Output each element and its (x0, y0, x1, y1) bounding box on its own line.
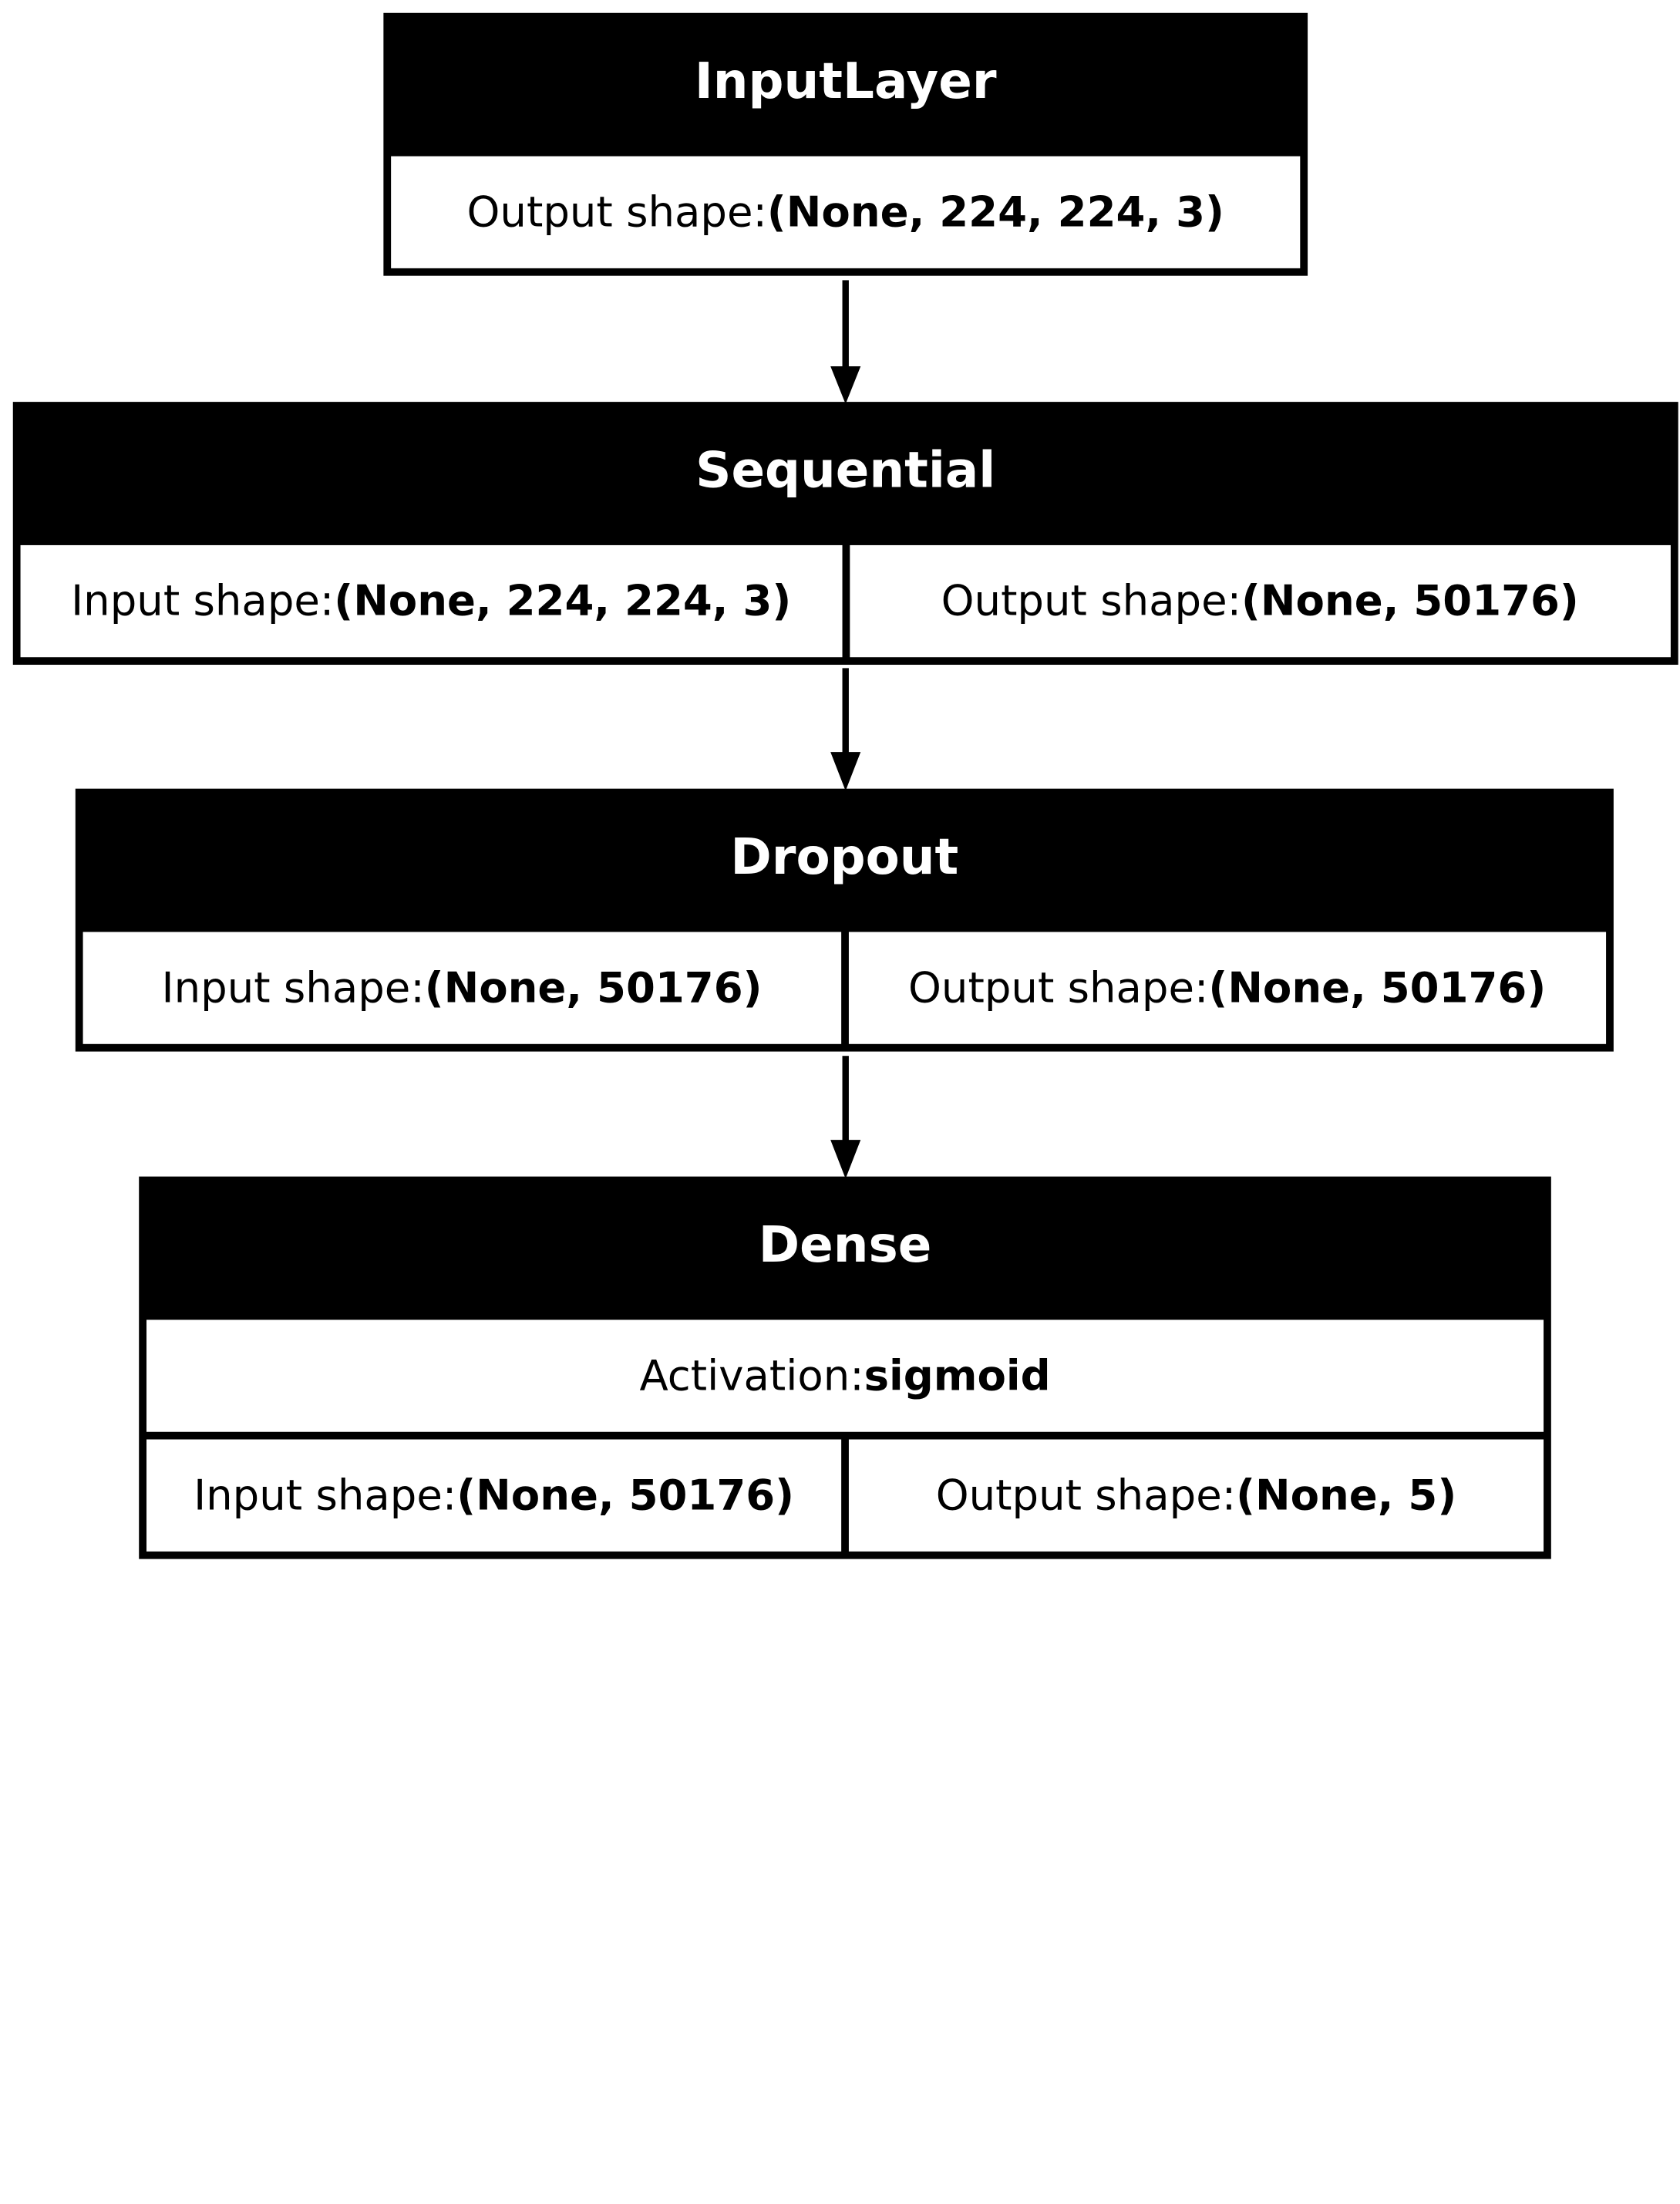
node-title: Sequential (695, 440, 996, 499)
input-shape-cell: Input shape: (None, 50176) (82, 932, 841, 1044)
arrow-sequential-to-dropout (830, 668, 861, 791)
input-shape-cell: Input shape: (None, 50176) (146, 1439, 842, 1552)
arrow-inputlayer-to-sequential (830, 280, 861, 404)
cell-value: (None, 224, 224, 3) (334, 577, 792, 626)
node-title: Dense (758, 1215, 932, 1274)
node-title: Dropout (730, 827, 959, 886)
cell-value: (None, 5) (1236, 1471, 1457, 1520)
cell-value: (None, 50176) (424, 963, 763, 1013)
input-shape-cell: Input shape: (None, 224, 224, 3) (20, 544, 842, 658)
cell-label: Output shape: (908, 963, 1209, 1013)
cell-label: Output shape: (941, 577, 1242, 626)
output-shape-cell: Output shape: (None, 5) (848, 1439, 1544, 1552)
cell-label: Input shape: (194, 1471, 457, 1520)
node-title: InputLayer (694, 52, 997, 110)
output-shape-cell: Output shape: (None, 50176) (848, 932, 1607, 1044)
output-shape-cell: Output shape: (None, 50176) (849, 544, 1671, 658)
node-dropout: Dropout Input shape: (None, 50176) Outpu… (75, 788, 1614, 1052)
node-row: Input shape: (None, 50176) Output shape:… (82, 932, 1607, 1044)
node-row: Activation: sigmoid (146, 1319, 1544, 1432)
cell-label: Input shape: (161, 963, 425, 1013)
cell-label: Output shape: (935, 1471, 1237, 1520)
node-row: Input shape: (None, 50176) Output shape:… (146, 1439, 1544, 1552)
arrow-dropout-to-dense (830, 1056, 861, 1179)
node-inputlayer: InputLayer Output shape: (None, 224, 224… (383, 12, 1308, 276)
node-row: Input shape: (None, 224, 224, 3) Output … (20, 544, 1671, 658)
cell-label: Activation: (639, 1351, 864, 1400)
cell-value: sigmoid (864, 1351, 1051, 1400)
node-sequential: Sequential Input shape: (None, 224, 224,… (12, 402, 1678, 666)
activation-cell: Activation: sigmoid (146, 1319, 1544, 1432)
cell-label: Output shape: (466, 187, 767, 237)
cell-value: (None, 50176) (1208, 963, 1547, 1013)
cell-value: (None, 224, 224, 3) (766, 187, 1224, 237)
node-row: Output shape: (None, 224, 224, 3) (391, 156, 1301, 268)
cell-label: Input shape: (71, 577, 335, 626)
cell-value: (None, 50176) (456, 1471, 795, 1520)
node-dense: Dense Activation: sigmoid Input shape: (… (139, 1176, 1551, 1559)
cell-value: (None, 50176) (1241, 577, 1579, 626)
output-shape-cell: Output shape: (None, 224, 224, 3) (391, 156, 1301, 268)
